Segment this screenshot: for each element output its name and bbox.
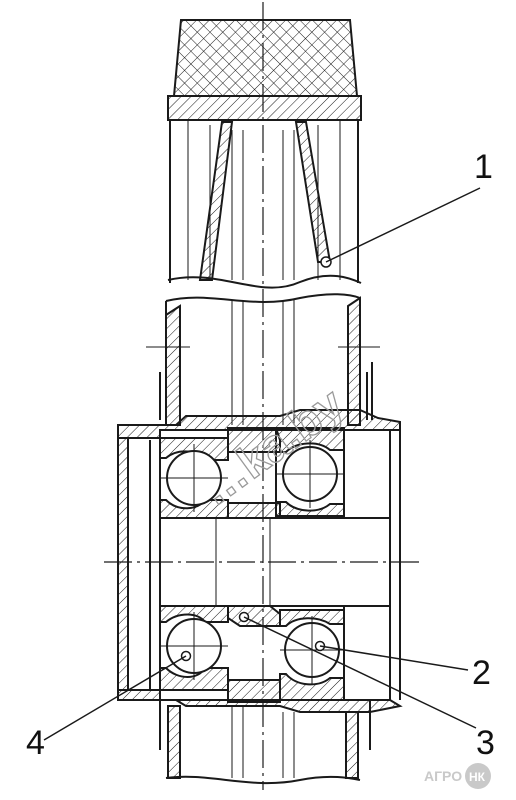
callout-2: 2 (472, 654, 491, 692)
leader-2 (319, 645, 469, 671)
lower-tube (159, 293, 373, 426)
callout-4: 4 (26, 724, 45, 762)
callout-3: 3 (476, 724, 495, 762)
logo-badge-text: НК (469, 770, 486, 784)
bearing-row-upper (159, 427, 345, 519)
upper-tube (167, 120, 362, 289)
leader-3 (243, 616, 477, 729)
leader-4 (43, 655, 187, 741)
callout-1: 1 (474, 148, 493, 186)
cap-insert (167, 19, 362, 121)
logo-text: АГРО (424, 768, 462, 784)
leader-1 (325, 187, 481, 263)
bottom-tube (165, 705, 361, 785)
agronk-logo: АГРО НК (424, 763, 491, 789)
